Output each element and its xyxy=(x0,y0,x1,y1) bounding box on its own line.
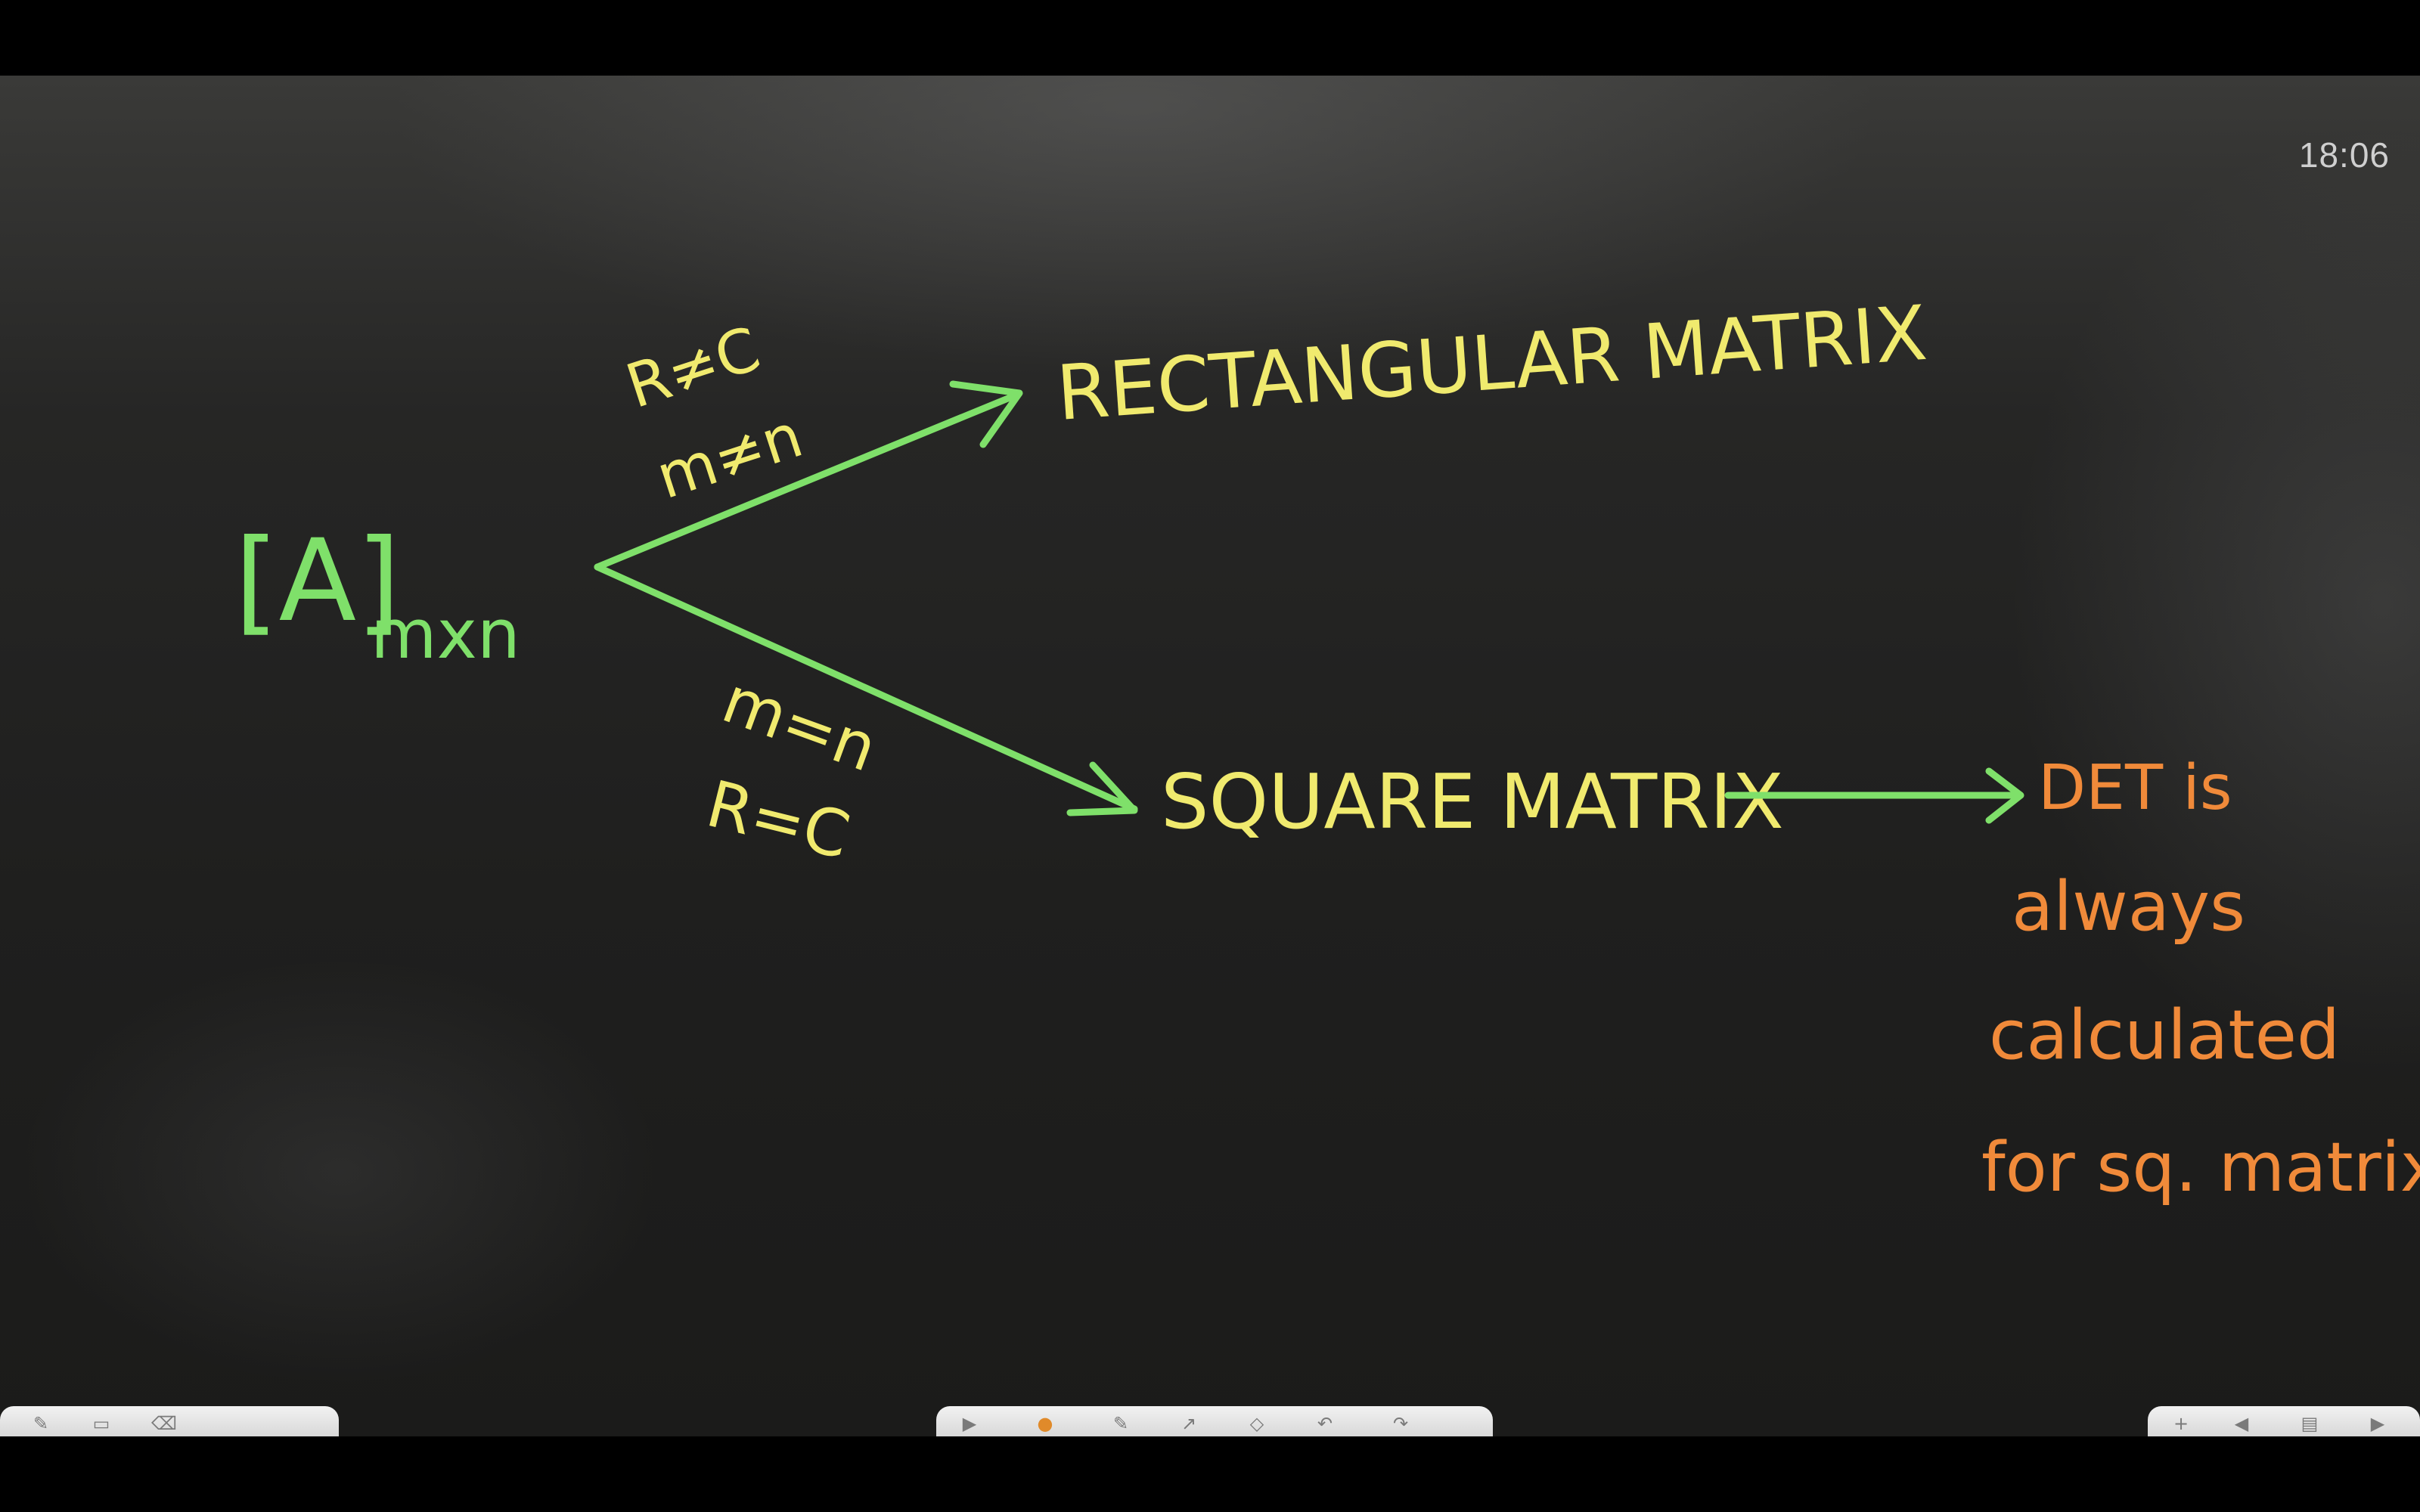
note-line-1: DET is xyxy=(2038,752,2232,824)
pen-icon[interactable]: ✎ xyxy=(33,1413,49,1434)
next-page-icon[interactable]: ▶ xyxy=(2370,1413,2385,1434)
chalk-drawing: [A] mxn R≠C m≠n RECTANGULAR MATRIX m=n R… xyxy=(234,289,2420,1207)
shapes-icon[interactable]: ◇ xyxy=(1249,1413,1264,1434)
matrix-label: [A] xyxy=(234,516,401,647)
color-picker-icon[interactable]: ● xyxy=(1037,1413,1053,1434)
note-line-2: always xyxy=(2012,867,2245,947)
whiteboard-canvas[interactable]: 18:06 [A] mxn R≠C m≠n RECTANGULAR MATRIX… xyxy=(0,76,2420,1436)
rectangular-matrix-label: RECTANGULAR MATRIX xyxy=(1054,289,1930,438)
pencil-icon[interactable]: ✎ xyxy=(1112,1413,1129,1434)
page-counter-icon: ▤ xyxy=(2301,1413,2319,1434)
eraser-icon[interactable]: ⌫ xyxy=(151,1413,177,1434)
square-matrix-label: SQUARE MATRIX xyxy=(1161,758,1784,846)
arrow-to-note xyxy=(1724,767,2024,824)
arrow-lower xyxy=(594,563,1138,816)
note-line-4: for sq. matrix. xyxy=(1981,1128,2420,1207)
toolbar-right[interactable]: + ◀ ▤ ▶ xyxy=(2148,1406,2420,1436)
arrow-icon[interactable]: ↗ xyxy=(1181,1413,1197,1434)
upper-condition-mn: m≠n xyxy=(648,400,811,513)
arrow-upper xyxy=(594,380,1023,571)
redo-icon[interactable]: ↷ xyxy=(1392,1413,1409,1434)
add-icon[interactable]: + xyxy=(2173,1413,2189,1434)
play-icon[interactable]: ▶ xyxy=(962,1413,977,1434)
matrix-subscript: mxn xyxy=(371,595,520,674)
lower-condition-rc: R=C xyxy=(700,767,857,874)
toolbar-left[interactable]: ✎ ▭ ⌫ xyxy=(0,1406,339,1436)
highlighter-icon[interactable]: ▭ xyxy=(92,1413,110,1434)
undo-icon[interactable]: ↶ xyxy=(1317,1413,1333,1434)
prev-page-icon[interactable]: ◀ xyxy=(2234,1413,2249,1434)
upper-condition-rc: R≠C xyxy=(618,313,768,422)
lower-condition-mn: m=n xyxy=(713,663,886,787)
toolbar-center[interactable]: ▶ ● ✎ ↗ ◇ ↶ ↷ xyxy=(936,1406,1493,1436)
clock-time: 18:06 xyxy=(2298,135,2390,175)
note-line-3: calculated xyxy=(1989,996,2340,1075)
